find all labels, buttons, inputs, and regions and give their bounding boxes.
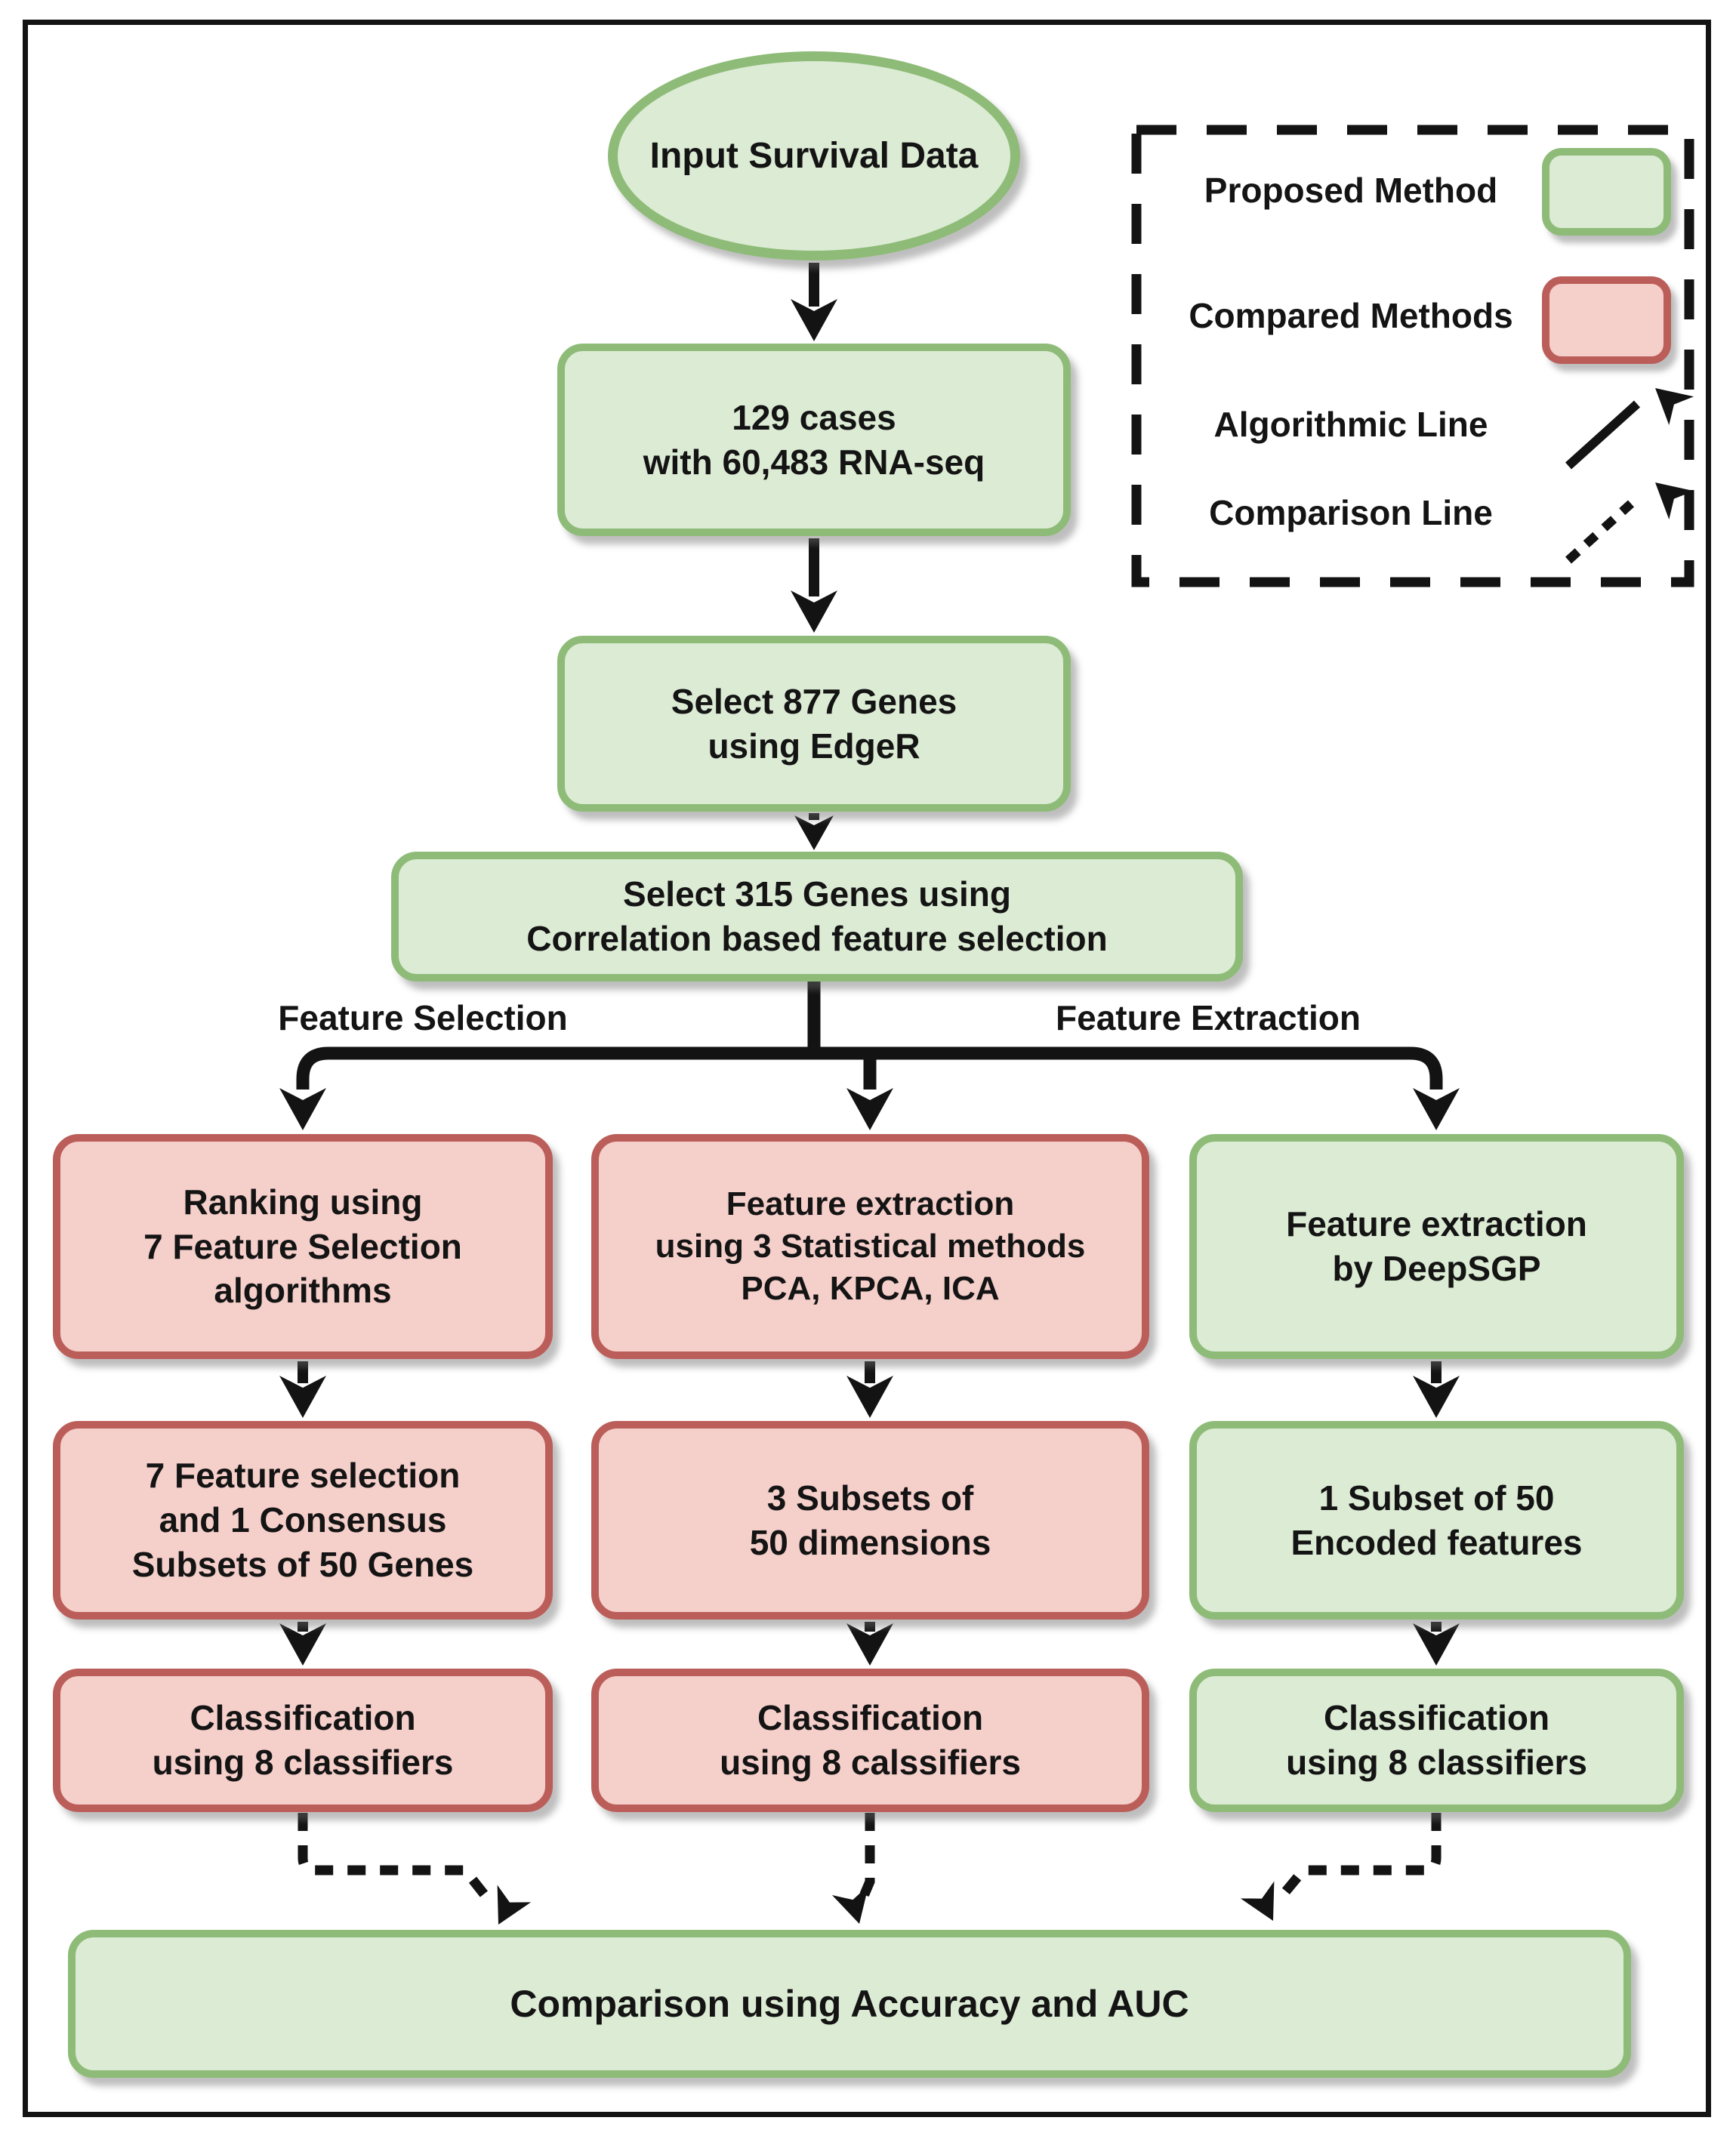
start-node: Input Survival Data <box>608 51 1020 260</box>
branch-arrowhead-right <box>1413 1088 1460 1130</box>
comparison-line-icon <box>1565 482 1694 564</box>
compared-methods-swatch <box>1542 276 1671 364</box>
fs-subsets-node: 7 Feature selection and 1 Consensus Subs… <box>53 1421 553 1620</box>
algorithmic-arrow-middle-step2-to-step3 <box>846 1622 893 1666</box>
statistical-classification-node: Classification using 8 calssifiers <box>591 1669 1149 1812</box>
deepsgp-classification-node: Classification using 8 classifiers <box>1189 1669 1684 1812</box>
branch-arrowhead-left <box>279 1088 326 1130</box>
comparison-line-left <box>298 1813 492 1903</box>
algorithmic-arrow-right-step1-to-step2 <box>1413 1361 1460 1418</box>
algorithmic-arrow-right-step2-to-step3 <box>1413 1622 1460 1666</box>
algorithmic-arrow-start-to-dataset <box>791 263 837 341</box>
comparison-line-middle <box>859 1813 875 1898</box>
algorithmic-arrow-middle-step1-to-step2 <box>846 1361 893 1418</box>
branch-arrowhead-middle <box>846 1088 893 1130</box>
cfs-node: Select 315 Genes using Correlation based… <box>391 852 1243 982</box>
edger-node: Select 877 Genes using EdgeR <box>557 636 1071 812</box>
algorithmic-arrow-edger-to-cfs <box>794 813 834 850</box>
proposed-method-swatch <box>1542 148 1671 236</box>
branch-label-feature-selection: Feature Selection <box>278 998 568 1037</box>
legend-border <box>1131 125 1694 587</box>
ranking-node: Ranking using 7 Feature Selection algori… <box>53 1134 553 1359</box>
algorithmic-line-icon <box>1565 388 1694 470</box>
algorithmic-arrow-left-step2-to-step3 <box>279 1622 326 1666</box>
legend-label-proposed-method: Proposed Method <box>1204 171 1498 210</box>
comparison-line-right <box>1277 1813 1442 1900</box>
fs-classification-node: Classification using 8 classifiers <box>53 1669 553 1812</box>
algorithmic-arrow-dataset-to-edger <box>791 538 837 633</box>
legend-label-compared-methods: Compared Methods <box>1189 296 1513 335</box>
algorithmic-arrow-left-step1-to-step2 <box>279 1361 326 1418</box>
legend-label-comparison-line: Comparison Line <box>1209 493 1493 532</box>
statistical-extraction-node: Feature extraction using 3 Statistical m… <box>591 1134 1149 1359</box>
comparison-arrowhead-right <box>1240 1881 1275 1921</box>
deepsgp-extraction-node: Feature extraction by DeepSGP <box>1189 1134 1684 1359</box>
branch-split-line <box>296 980 1443 1090</box>
legend-label-algorithmic-line: Algorithmic Line <box>1213 405 1488 444</box>
encoded-subset-node: 1 Subset of 50 Encoded features <box>1189 1421 1684 1620</box>
statistical-subsets-node: 3 Subsets of 50 dimensions <box>591 1421 1149 1620</box>
branch-label-feature-extraction: Feature Extraction <box>1056 998 1361 1037</box>
comparison-node: Comparison using Accuracy and AUC <box>68 1930 1631 2078</box>
legend: Proposed Method Compared Methods Algorit… <box>1136 125 1689 582</box>
dataset-node: 129 cases with 60,483 RNA-seq <box>557 344 1071 536</box>
comparison-arrowhead-left <box>497 1885 532 1925</box>
comparison-arrowhead-middle <box>831 1885 869 1924</box>
